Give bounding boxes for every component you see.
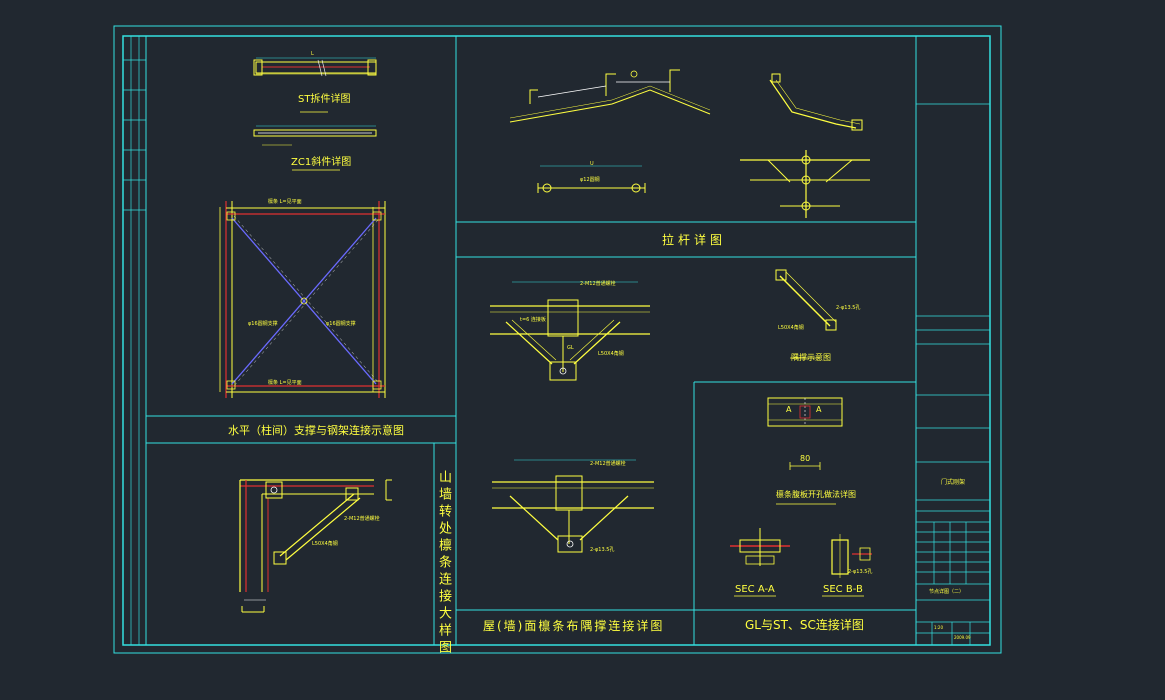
gable-purlin-title: 山墙转处檩条连接大样图	[436, 470, 451, 657]
tie-rod-roof-drawing	[509, 69, 711, 123]
section-a-mark-2: A	[816, 405, 822, 414]
sec-b-note: 2-φ13.5孔	[848, 569, 873, 575]
bottom-member-note: 檩条 L=见平面	[268, 380, 302, 386]
tie-rod-side-drawing	[769, 73, 863, 131]
sec-a-title: SEC A-A	[735, 584, 775, 595]
gable-angle-note: L50X4角钢	[312, 541, 338, 547]
drawing-date: 2009.09	[954, 635, 971, 640]
x-bracing-drawing	[219, 201, 386, 398]
drawing-scale: 1:20	[934, 625, 943, 630]
brace-sketch-note: 2-φ13.5孔	[836, 305, 861, 311]
zc1-detail-drawing	[253, 125, 377, 171]
roof-purlin-title: 屋(墙)面檩条布隅撑连接详图	[483, 619, 665, 633]
tie-rod-plan-drawing	[537, 165, 646, 193]
title-block	[916, 103, 990, 645]
gable-bolt-note: 2-M12普通螺栓	[344, 516, 380, 522]
tie-rod-note: φ12圆钢	[580, 177, 600, 183]
top-member-note: 檩条 L=见平面	[268, 199, 302, 205]
roof-brace-detail-1	[490, 281, 650, 381]
brace-angle-note: L50X4角钢	[598, 351, 624, 357]
roof-brace-detail-2	[492, 459, 654, 553]
sec-b-drawing	[822, 534, 872, 597]
brace2-bolt-note: 2-M12普通螺栓	[590, 461, 626, 467]
purlin-hole-title: 檩条腹板开孔做法详图	[776, 490, 856, 499]
gl-st-sc-title: GL与ST、SC连接详图	[745, 618, 864, 632]
bracing-title: 水平（柱间）支撑与钢架连接示意图	[228, 424, 404, 437]
st-detail-title: ST拆件详图	[298, 94, 351, 105]
brace-bolt-note: 2-M12普通螺栓	[580, 281, 616, 287]
st-detail-drawing	[253, 57, 377, 113]
brace-gl-label: GL	[567, 345, 574, 351]
span-label: L	[311, 51, 314, 57]
tie-rod-dim-u: U	[590, 161, 594, 167]
diagonal-note-2: φ16圆钢支撑	[326, 321, 356, 327]
left-margin-strip	[123, 36, 146, 645]
section-a-mark-1: A	[786, 405, 792, 414]
sheet-border	[113, 25, 1002, 654]
brace-plate-note: t=6 连接板	[520, 317, 546, 323]
brace-sketch-angle: L50X4角钢	[778, 325, 804, 331]
brace2-hole-note: 2-φ13.5孔	[590, 547, 615, 553]
dim-80: 80	[800, 454, 811, 463]
sec-a-drawing	[730, 528, 790, 597]
tie-rod-cross-drawing	[740, 150, 870, 218]
project-name: 门式刚架	[941, 479, 966, 486]
gable-purlin-drawing	[239, 479, 392, 613]
diagonal-note-1: φ16圆钢支撑	[248, 321, 278, 327]
brace-sketch-title: 隅撑示意图	[791, 353, 831, 362]
sec-b-title: SEC B-B	[823, 584, 863, 595]
brace-sketch-drawing	[775, 269, 837, 359]
zc1-detail-title: ZC1斜件详图	[291, 157, 352, 168]
tie-rod-title: 拉杆详图	[662, 233, 727, 247]
drawing-name: 节点详图（二）	[929, 589, 965, 595]
purlin-hole-drawing	[767, 397, 843, 505]
